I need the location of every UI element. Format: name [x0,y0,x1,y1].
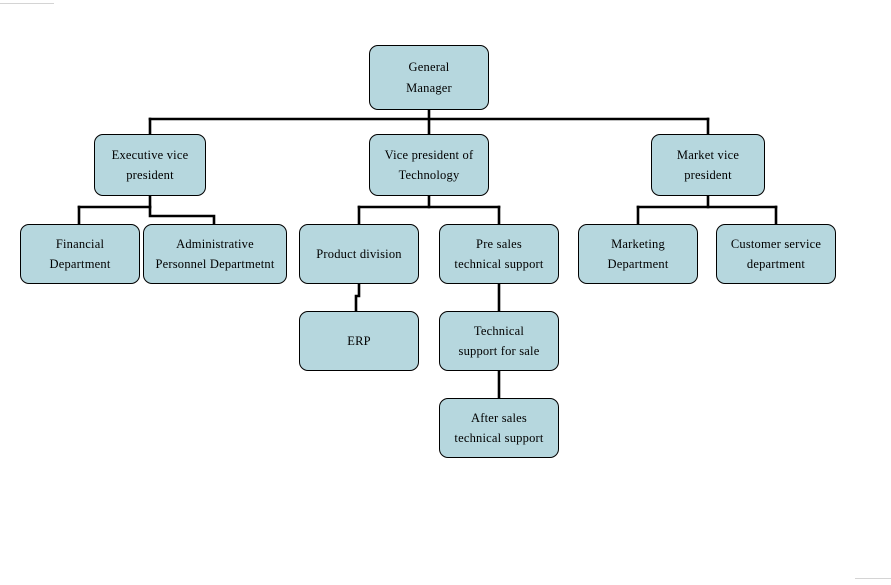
org-node-label-line: Pre sales [476,236,522,251]
org-node-label-line: After sales [471,410,527,425]
org-node-after-sales-technical-support[interactable]: After sales technical support [439,398,559,458]
org-node-label-line: Financial [55,236,105,251]
org-node-label-line: technical support [454,257,544,271]
org-node-label-line: Marketing [611,236,665,251]
org-node-label-line: Personnel Departmetnt [155,257,275,271]
org-node-customer-service-department[interactable]: Customer service department [716,224,836,284]
org-node-technical-support-for-sale[interactable]: Technical support for sale [439,311,559,371]
connector-product-division-to-erp [354,282,361,313]
org-node-product-division[interactable]: Product division [299,224,419,284]
org-node-label-line: Technical [473,323,525,338]
org-node-label-line: Manager [406,80,452,95]
org-node-vice-president-of-technology[interactable]: Vice president of Technology [369,134,489,196]
connector-elbow-administrative [148,205,216,226]
org-node-label-line: president [126,168,174,182]
org-node-label-line: Technology [398,168,460,182]
org-node-label-line: Customer service [730,236,822,251]
org-node-label-line: Market vice [676,147,740,162]
org-node-market-vice-president[interactable]: Market vice president [651,134,765,196]
org-node-label-line: Executive vice [111,147,189,162]
org-node-label-line: Department [607,257,669,271]
org-node-executive-vice-president[interactable]: Executive vice president [94,134,206,196]
org-node-erp[interactable]: ERP [299,311,419,371]
org-node-label-line: ERP [347,333,371,348]
org-node-label-line: support for sale [458,344,540,358]
page-frame-bottom-rule [855,578,891,579]
org-node-label-line: president [684,168,732,182]
org-node-label-line: Administrative [176,236,254,251]
org-node-label-line: General [408,60,450,75]
org-node-label-line: Product division [316,246,402,261]
org-node-label-line: department [746,257,806,271]
org-node-pre-sales-technical-support[interactable]: Pre sales technical support [439,224,559,284]
org-node-label-line: Department [49,257,111,271]
org-node-label-line: technical support [454,431,544,445]
page-frame-top-rule [0,3,54,4]
org-node-label-line: Vice president of [384,147,474,162]
